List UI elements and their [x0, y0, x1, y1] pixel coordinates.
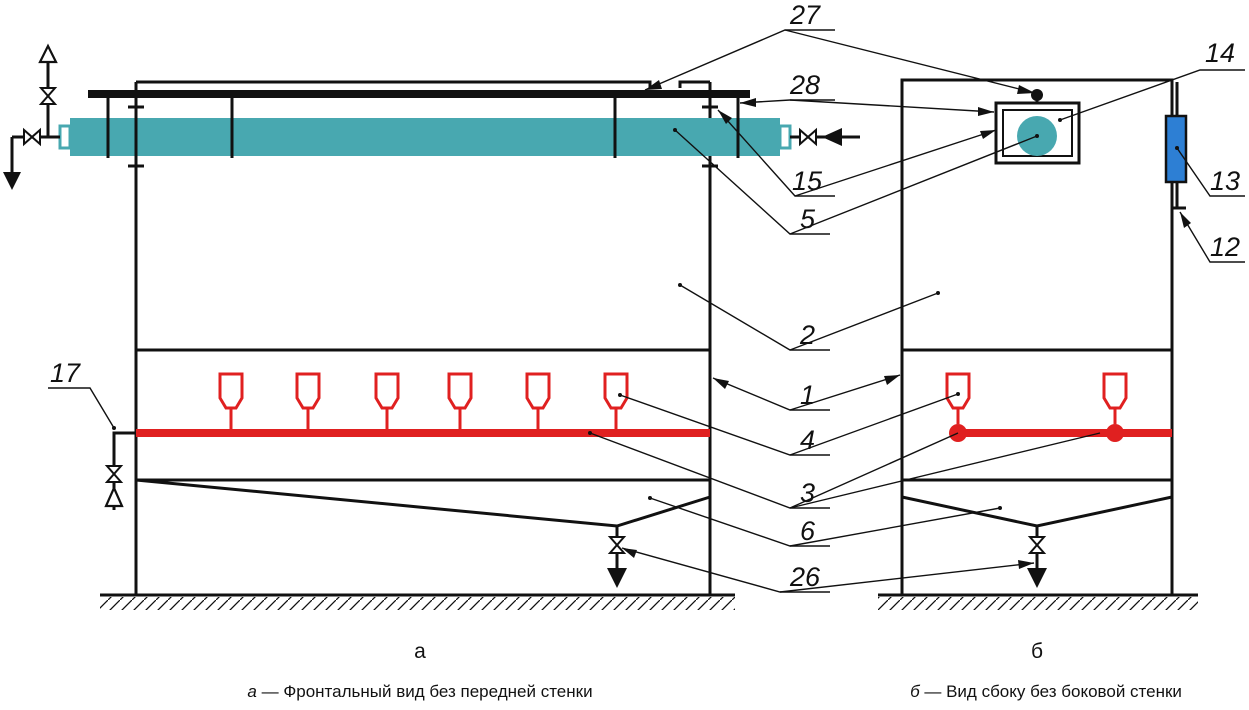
- spray-nozzle: [218, 372, 244, 410]
- nozzle-row: [218, 372, 629, 433]
- callout-1: 1: [800, 380, 815, 410]
- top-rail: [88, 90, 750, 98]
- callout-5: 5: [800, 204, 816, 234]
- spray-nozzle: [525, 372, 551, 410]
- duct-right-cap: [778, 124, 792, 150]
- suspension-point: [1031, 89, 1043, 101]
- callout-labels: 27 28 14 15 5 13 12 2 1 4 17 3 6 26: [50, 0, 1240, 592]
- side-view-letter: б: [1031, 640, 1043, 663]
- callout-15: 15: [792, 166, 823, 196]
- vent-valve-icon: [38, 87, 58, 105]
- front-caption-prefix: а: [247, 682, 256, 701]
- spray-nozzle: [603, 372, 629, 410]
- inlet-valve-icon: [799, 127, 817, 147]
- spray-nozzle: [1102, 372, 1128, 410]
- vent-arrow-icon: [38, 43, 58, 64]
- ground-hatch-side: [878, 597, 1198, 610]
- callout-13: 13: [1210, 166, 1240, 196]
- leader-lines: [48, 29, 1245, 593]
- callout-17: 17: [50, 358, 81, 388]
- bottom-drain-valve-icon: [607, 536, 627, 554]
- manifold-node: [1106, 424, 1124, 442]
- duct-left-cap: [58, 124, 72, 150]
- spray-nozzle: [447, 372, 473, 410]
- side-caption-prefix: б: [910, 682, 921, 701]
- front-caption-text: — Фронтальный вид без передней стенки: [257, 682, 593, 701]
- sloped-bottom-front: [135, 478, 711, 528]
- front-view-letter: а: [414, 640, 426, 663]
- spray-nozzle: [295, 372, 321, 410]
- callout-26: 26: [789, 562, 821, 592]
- spray-nozzle: [945, 372, 971, 410]
- side-funnel-bottom: [901, 495, 1173, 528]
- callout-27: 27: [789, 0, 821, 30]
- inlet-arrow-icon: [822, 128, 842, 146]
- side-caption-text: — Вид сбоку без боковой стенки: [920, 682, 1182, 701]
- drain-arrow-icon: [3, 172, 21, 190]
- callout-28: 28: [789, 70, 820, 100]
- callout-3: 3: [800, 478, 815, 508]
- callout-2: 2: [799, 320, 815, 350]
- side-view-caption: б — Вид сбоку без боковой стенки: [910, 682, 1182, 701]
- front-roof-right: [678, 80, 710, 88]
- side-view: [878, 78, 1198, 610]
- front-roof-left: [136, 80, 652, 88]
- front-view-caption: а — Фронтальный вид без передней стенки: [247, 682, 592, 701]
- ground-hatch-front: [100, 597, 735, 610]
- supply-valve-icon: [104, 465, 124, 483]
- bottom-drain-arrow-icon: [607, 568, 627, 588]
- side-chamber-outline: [900, 78, 1174, 597]
- callout-4: 4: [800, 425, 815, 455]
- duct-housing-inner: [1002, 109, 1073, 157]
- drain-valve-icon: [23, 127, 41, 147]
- spray-nozzle: [374, 372, 400, 410]
- callout-6: 6: [800, 516, 816, 546]
- water-supply-pipe: [112, 431, 136, 510]
- callout-14: 14: [1205, 38, 1235, 68]
- supply-arrow-icon: [104, 485, 124, 508]
- side-drain-valve-icon: [1027, 536, 1047, 554]
- callout-12: 12: [1210, 232, 1240, 262]
- side-drain-arrow-icon: [1027, 568, 1047, 588]
- air-duct: [70, 118, 780, 156]
- front-view: [3, 43, 860, 610]
